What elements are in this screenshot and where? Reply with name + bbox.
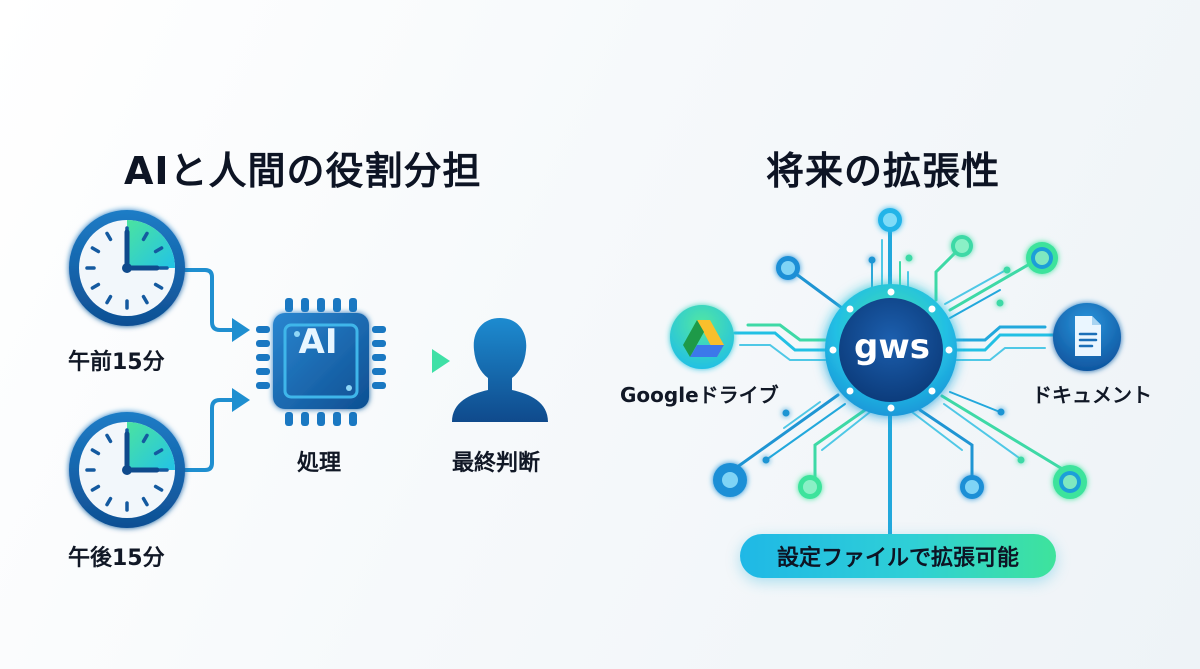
gws-hub-icon bbox=[825, 284, 957, 416]
connector-arrows bbox=[180, 268, 238, 472]
person-icon bbox=[452, 318, 548, 422]
google-drive-icon bbox=[670, 305, 734, 369]
endpoint-nodes bbox=[713, 208, 1087, 499]
circuit-traces bbox=[731, 226, 1066, 540]
hub-label: gws bbox=[854, 327, 930, 367]
document-node-label: ドキュメント bbox=[1032, 383, 1152, 407]
decision-label: 最終判断 bbox=[452, 451, 541, 476]
ai-chip-label: AI bbox=[298, 322, 338, 362]
input-label-am: 午前15分 bbox=[68, 350, 165, 375]
processor-label: 処理 bbox=[297, 451, 342, 476]
clock-icon-am bbox=[69, 210, 185, 326]
drive-node-label: Googleドライブ bbox=[620, 383, 779, 407]
right-panel-title: 将来の拡張性 bbox=[766, 149, 1001, 193]
document-icon bbox=[1053, 303, 1121, 371]
config-extension-badge: 設定ファイルで拡張可能 bbox=[740, 534, 1056, 578]
clock-icon-pm bbox=[69, 412, 185, 528]
left-panel-title: AIと人間の役割分担 bbox=[124, 149, 482, 193]
ai-chip-icon bbox=[256, 298, 386, 426]
input-label-pm: 午後15分 bbox=[68, 546, 165, 571]
arrow-to-decision-icon bbox=[396, 349, 450, 373]
